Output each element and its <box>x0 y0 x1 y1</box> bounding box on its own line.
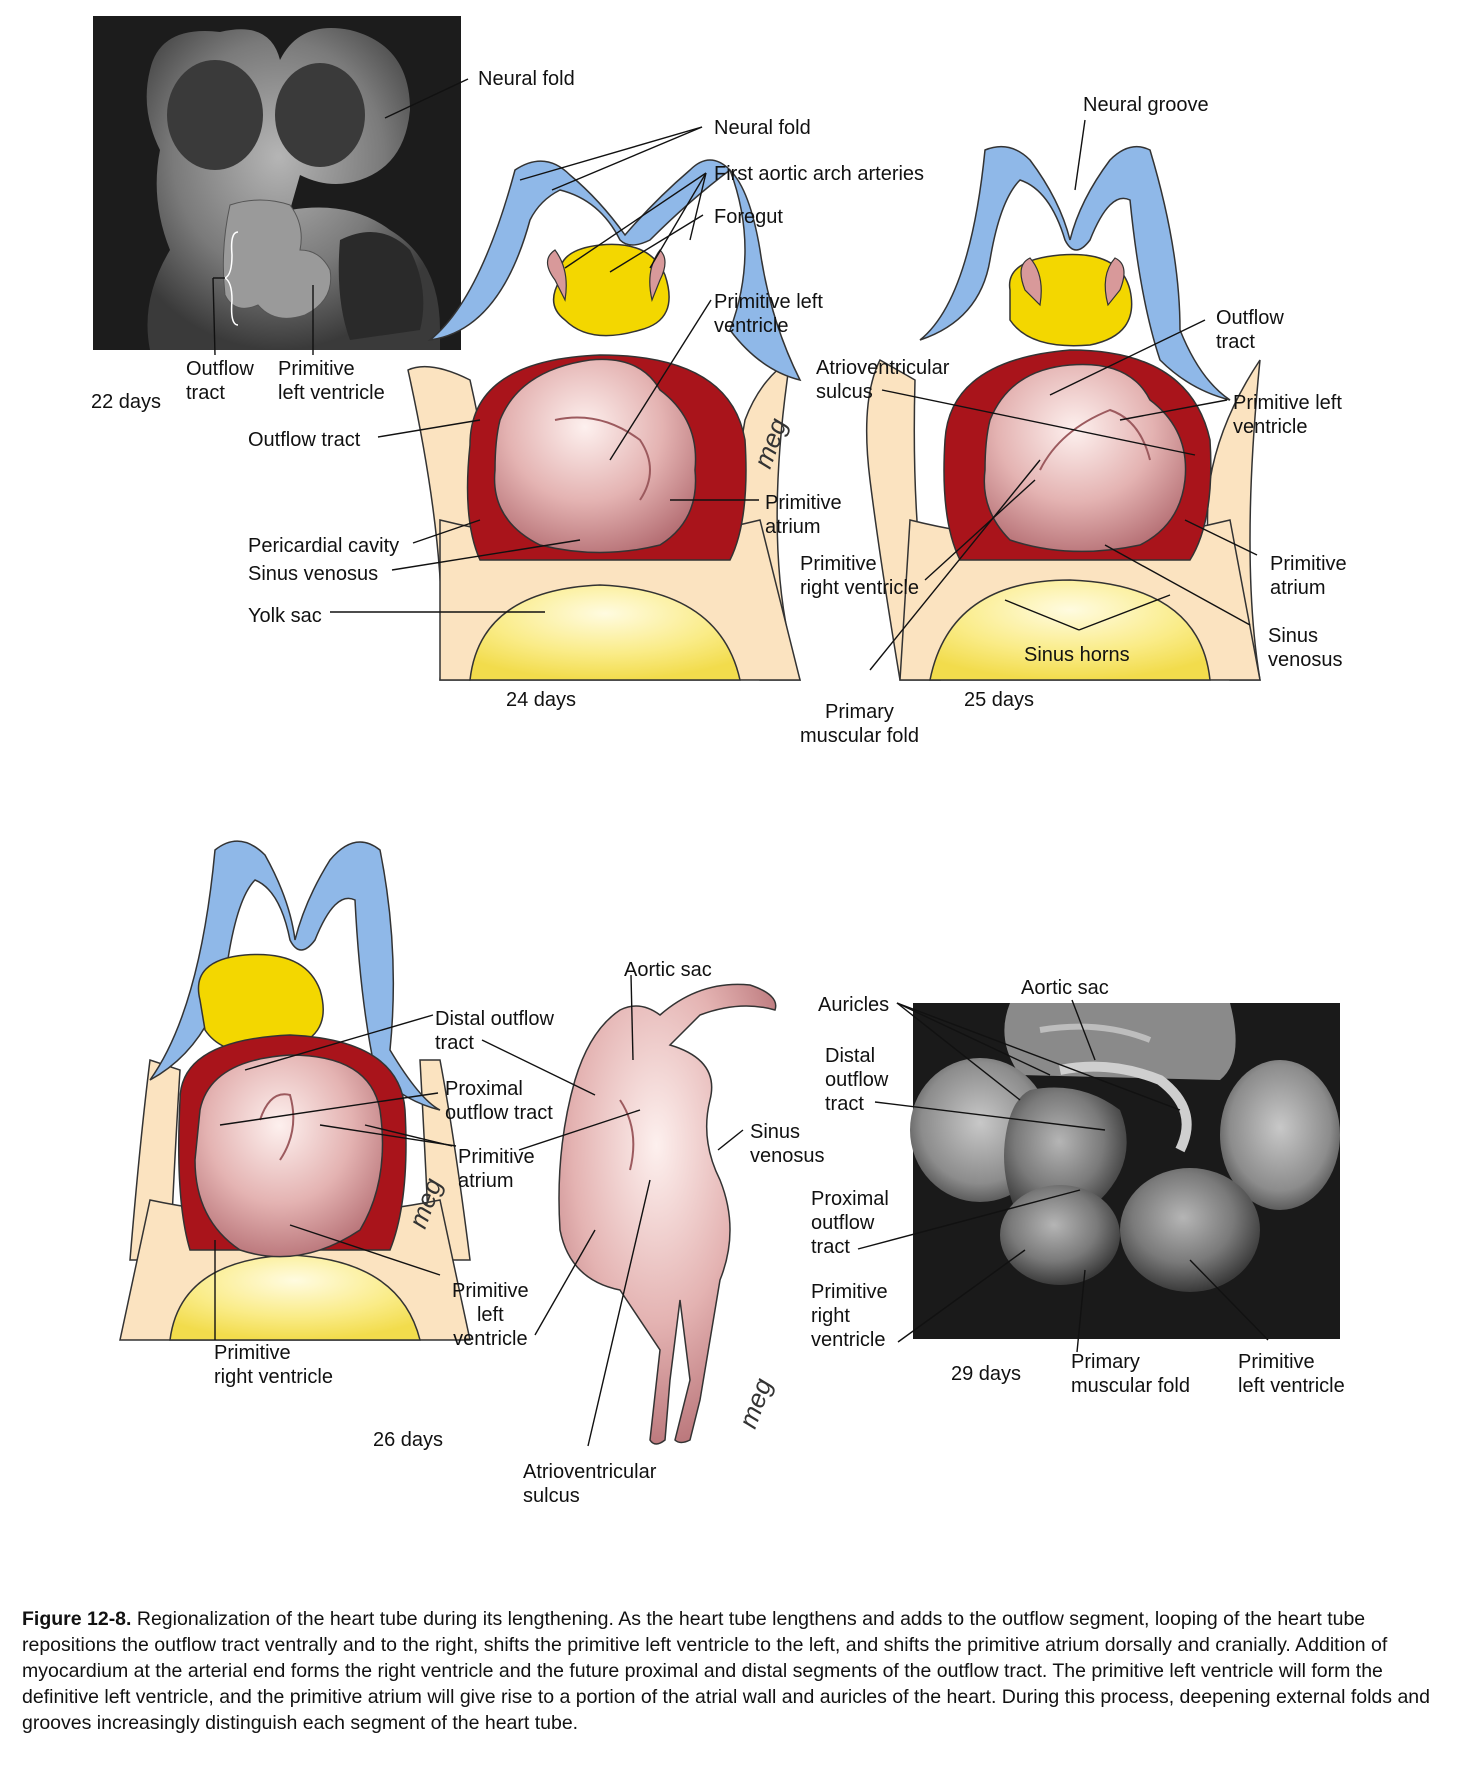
label-25-outflow-tract: Outflow tract <box>1216 307 1284 353</box>
age-25-days: 25 days <box>964 689 1035 711</box>
sem-22-days <box>93 16 461 350</box>
label-29-primitive-left-ventricle: Primitive left ventricle <box>1238 1351 1345 1397</box>
age-22-days: 22 days <box>91 391 162 413</box>
drawing-24-days: meg <box>407 159 802 681</box>
drawing-25-days <box>865 145 1261 681</box>
label-26-primitive-right-ventricle: Primitive right ventricle <box>214 1342 333 1388</box>
age-26-days: 26 days <box>373 1429 444 1451</box>
label-24-foregut: Foregut <box>714 206 783 228</box>
label-29-auricles: Auricles <box>818 994 890 1016</box>
sem-29-days <box>910 1003 1340 1339</box>
label-24-neural-fold: Neural fold <box>714 117 811 139</box>
label-26-primitive-left-ventricle: Primitive left ventricle <box>452 1280 529 1350</box>
label-24-yolk-sac: Yolk sac <box>248 605 322 627</box>
label-25-primitive-left-ventricle: Primitive left ventricle <box>1233 392 1342 438</box>
label-29-proximal-outflow-tract: Proximal outflow tract <box>811 1188 889 1258</box>
label-26-sinus-venosus: Sinus venosus <box>750 1121 825 1167</box>
drawing-heart-tube: meg <box>558 983 778 1445</box>
leader-lines <box>212 78 1269 1447</box>
label-24-sinus-venosus: Sinus venosus <box>248 563 379 585</box>
label-26-proximal-outflow-tract: Proximal outflow tract <box>445 1078 553 1124</box>
label-29-aortic-sac: Aortic sac <box>1021 977 1109 999</box>
age-29-days: 29 days <box>951 1363 1022 1385</box>
label-24-outflow-tract: Outflow tract <box>248 429 361 451</box>
signature-text: meg <box>732 1374 778 1432</box>
label-22-neural-fold: Neural fold <box>478 68 575 90</box>
label-26-primitive-atrium: Primitive atrium <box>458 1146 535 1192</box>
label-22-primitive-left-ventricle: Primitive left ventricle <box>278 358 385 404</box>
label-26-distal-outflow-tract: Distal outflow tract <box>435 1008 554 1054</box>
label-26-atrioventricular-sulcus: Atrioventricular sulcus <box>523 1461 657 1507</box>
label-25-sinus-venosus: Sinus venosus <box>1268 625 1343 671</box>
label-29-primitive-right-ventricle: Primitive right ventricle <box>811 1281 888 1351</box>
label-25-sinus-horns: Sinus horns <box>1024 644 1130 666</box>
label-25-primary-muscular-fold: Primary muscular fold <box>800 701 919 747</box>
label-26-aortic-sac: Aortic sac <box>624 959 712 981</box>
label-24-primitive-left-ventricle: Primitive left ventricle <box>714 291 823 337</box>
label-29-distal-outflow-tract: Distal outflow tract <box>825 1045 889 1115</box>
label-24-primitive-atrium: Primitive atrium <box>765 492 842 538</box>
label-25-primitive-atrium: Primitive atrium <box>1270 553 1347 599</box>
drawing-26-days: meg <box>119 840 471 1341</box>
figure-number: Figure 12-8. <box>22 1608 132 1630</box>
label-25-primitive-right-ventricle: Primitive right ventricle <box>800 553 919 599</box>
label-25-atrioventricular-sulcus: Atrioventricular sulcus <box>816 357 950 403</box>
label-22-outflow-tract: Outflow tract <box>186 358 254 404</box>
age-24-days: 24 days <box>506 689 577 711</box>
label-29-primary-muscular-fold: Primary muscular fold <box>1071 1351 1190 1397</box>
figure-caption-text: Regionalization of the heart tube during… <box>22 1608 1430 1734</box>
label-25-neural-groove: Neural groove <box>1083 94 1209 116</box>
figure-caption: Figure 12-8. Regionalization of the hear… <box>22 1606 1452 1736</box>
label-24-first-aortic-arch-arteries: First aortic arch arteries <box>714 163 925 185</box>
label-24-pericardial-cavity: Pericardial cavity <box>248 535 400 557</box>
